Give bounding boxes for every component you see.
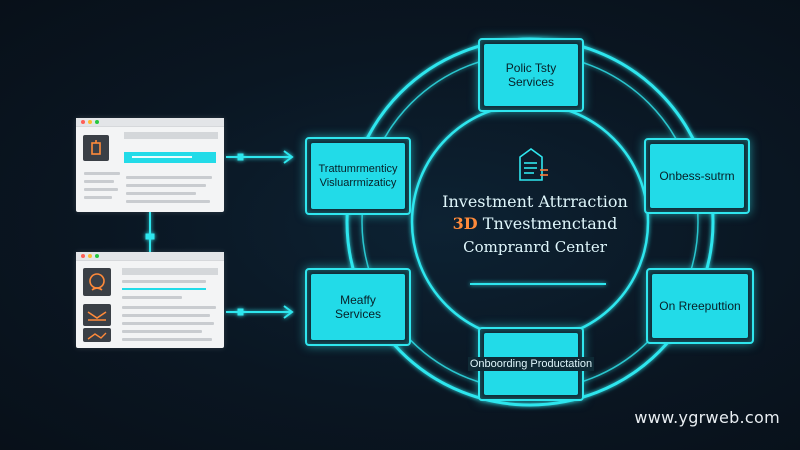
text-line [122,330,202,333]
node-left-upper-label: Trattumrmenticy Visluarrmizaticy [318,163,398,189]
face-icon [83,268,111,296]
text-line [122,322,214,325]
node-bottom-label: Onboording Productation [467,357,595,371]
node-right-upper-label: Onbess-sutrm [659,169,735,183]
node-right-lower-label: On Rreeputtion [659,299,741,313]
graph-icon [83,328,111,342]
node-top[interactable]: Polic Tsty Services [478,38,584,112]
window-link-node [145,233,155,240]
node-bottom[interactable]: Onboording Productation [467,327,595,401]
text-line [126,192,196,195]
text-line [126,184,206,187]
window-titlebar [76,252,224,261]
node-left-lower[interactable]: Meaffy Services [305,268,411,346]
window-titlebar [76,118,224,127]
watermark: www.ygrweb.com [634,408,780,427]
hub-title-line1: Investment Attrraction [442,192,628,211]
minimize-dot-icon [88,254,92,258]
node-left-lower-label: Meaffy Services [334,293,381,321]
connector-upper-node [237,153,244,161]
text-line [122,306,216,309]
browser-window-upper[interactable] [76,118,224,212]
text-line [84,172,120,175]
hub-title-line3: Compranrd Center [463,238,607,256]
hub-title-line2: 3D Tnvestmenctand [440,214,630,233]
minimize-dot-icon [88,120,92,124]
text-line [126,200,210,203]
accent-line [122,288,206,290]
highlight-bar [124,152,216,163]
connector-lower-arrow [283,305,294,319]
text-line [84,180,114,183]
hub-title-line2-text: Tnvestmenctand [477,214,618,233]
search-bar-placeholder [122,268,218,275]
node-right-lower[interactable]: On Rreeputtion [646,268,754,344]
connector-upper-arrow [283,150,294,164]
close-dot-icon [81,254,85,258]
text-line [122,314,210,317]
browser-window-lower[interactable] [76,252,224,348]
text-line [122,338,212,341]
text-line [84,196,112,199]
node-right-upper[interactable]: Onbess-sutrm [644,138,750,214]
user-icon [83,135,109,161]
text-line [84,188,118,191]
text-line [122,296,182,299]
connector-lower-node [237,308,244,316]
document-icon [519,148,548,181]
node-left-upper[interactable]: Trattumrmenticy Visluarrmizaticy [305,137,411,215]
hub-3d-label: 3D [452,214,478,233]
maximize-dot-icon [95,120,99,124]
maximize-dot-icon [95,254,99,258]
text-line [122,280,206,283]
search-bar-placeholder [124,132,218,139]
close-dot-icon [81,120,85,124]
chart-icon [83,304,111,326]
text-line [126,176,212,179]
node-top-label: Polic Tsty Services [505,61,557,89]
